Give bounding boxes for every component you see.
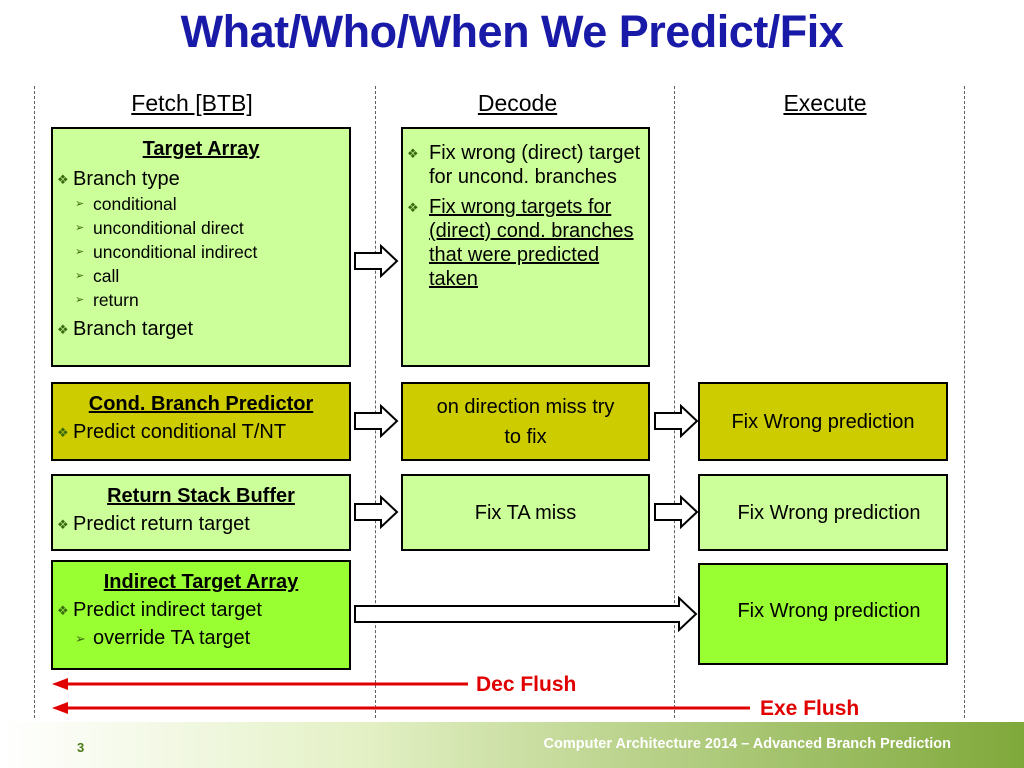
decode-rsb-text: Fix TA miss [474, 501, 577, 524]
column-divider [674, 86, 675, 718]
hollow-right-arrow-icon [654, 404, 699, 438]
footer-text: Computer Architecture 2014 – Advanced Br… [543, 736, 951, 752]
execute-rsb-box: Fix Wrong prediction [698, 474, 948, 551]
execute-ita-box: Fix Wrong prediction [698, 563, 948, 665]
dec-flush-arrow-icon [52, 678, 468, 690]
column-header-execute: Execute [783, 90, 867, 116]
execute-rsb-text: Fix Wrong prediction [737, 501, 921, 524]
arrowhead-bullet-icon: ➢ [75, 246, 85, 258]
exe-flush-label: Exe Flush [760, 697, 860, 720]
decode-cond-text: on direction miss try to fix [436, 395, 615, 448]
execute-cond-box: Fix Wrong prediction [698, 382, 948, 461]
column-header-fetch: Fetch [BTB] [131, 90, 253, 116]
indirect-target-array-box: Indirect Target Array ❖ Predict indirect… [51, 560, 351, 670]
return-stack-buffer-box: Return Stack Buffer ❖ Predict return tar… [51, 474, 351, 551]
branch-target-label: Branch target [73, 318, 194, 340]
ita-sub-item: ➢ override TA target [75, 627, 251, 649]
ita-item: ❖ Predict indirect target [53, 598, 349, 622]
hollow-right-arrow-icon [354, 495, 399, 529]
cond-branch-predictor-box: Cond. Branch Predictor ❖ Predict conditi… [51, 382, 351, 461]
sub-item-call: ➢call [75, 266, 120, 286]
branch-target-item: ❖ Branch target [53, 317, 349, 341]
hollow-long-arrow-icon [354, 596, 698, 632]
decode-target-item-1: ❖ Fix wrong (direct) target for uncond. … [403, 141, 642, 189]
decode-cond-box: on direction miss try to fix [401, 382, 650, 461]
diamond-bullet-icon: ❖ [57, 603, 69, 618]
decode-rsb-box: Fix TA miss [401, 474, 650, 551]
arrowhead-bullet-icon: ➢ [75, 631, 86, 646]
branch-type-label: Branch type [73, 168, 180, 190]
diamond-bullet-icon: ❖ [57, 322, 69, 337]
decode-target-box: ❖ Fix wrong (direct) target for uncond. … [401, 127, 650, 367]
column-divider [375, 86, 376, 718]
sub-item-return: ➢return [75, 290, 139, 310]
execute-ita-text: Fix Wrong prediction [737, 600, 921, 622]
diamond-bullet-icon: ❖ [57, 517, 69, 532]
arrowhead-bullet-icon: ➢ [75, 294, 85, 306]
slide-title: What/Who/When We Predict/Fix [180, 6, 844, 57]
arrowhead-bullet-icon: ➢ [75, 270, 85, 282]
column-divider [964, 86, 965, 718]
return-stack-buffer-title: Return Stack Buffer [107, 485, 295, 507]
page-number: 3 [77, 740, 85, 755]
diamond-bullet-icon: ❖ [57, 172, 69, 187]
target-array-box: Target Array ❖ Branch type ➢conditional … [51, 127, 351, 367]
diamond-bullet-icon: ❖ [407, 200, 419, 215]
diamond-bullet-icon: ❖ [57, 425, 69, 440]
sub-item-conditional: ➢conditional [75, 194, 177, 214]
execute-cond-text: Fix Wrong prediction [731, 410, 915, 433]
dec-flush-label: Dec Flush [476, 673, 577, 696]
cond-predictor-item: ❖ Predict conditional T/NT [53, 420, 349, 444]
hollow-right-arrow-icon [354, 244, 399, 278]
diamond-bullet-icon: ❖ [407, 146, 419, 161]
arrowhead-bullet-icon: ➢ [75, 198, 85, 210]
decode-target-item-2: ❖ Fix wrong targets for (direct) cond. b… [403, 195, 642, 291]
column-header-decode: Decode [477, 90, 558, 116]
rsb-item: ❖ Predict return target [53, 512, 349, 536]
column-divider [34, 86, 35, 718]
target-array-title: Target Array [142, 138, 260, 160]
indirect-target-array-title: Indirect Target Array [103, 571, 299, 593]
hollow-right-arrow-icon [354, 404, 399, 438]
branch-type-item: ❖ Branch type [53, 167, 349, 191]
sub-item-unconditional-direct: ➢unconditional direct [75, 218, 244, 238]
cond-branch-predictor-title: Cond. Branch Predictor [88, 393, 314, 415]
footer-bar [0, 722, 1024, 768]
hollow-right-arrow-icon [654, 495, 699, 529]
arrowhead-bullet-icon: ➢ [75, 222, 85, 234]
sub-item-unconditional-indirect: ➢unconditional indirect [75, 242, 258, 262]
exe-flush-arrow-icon [52, 702, 750, 714]
